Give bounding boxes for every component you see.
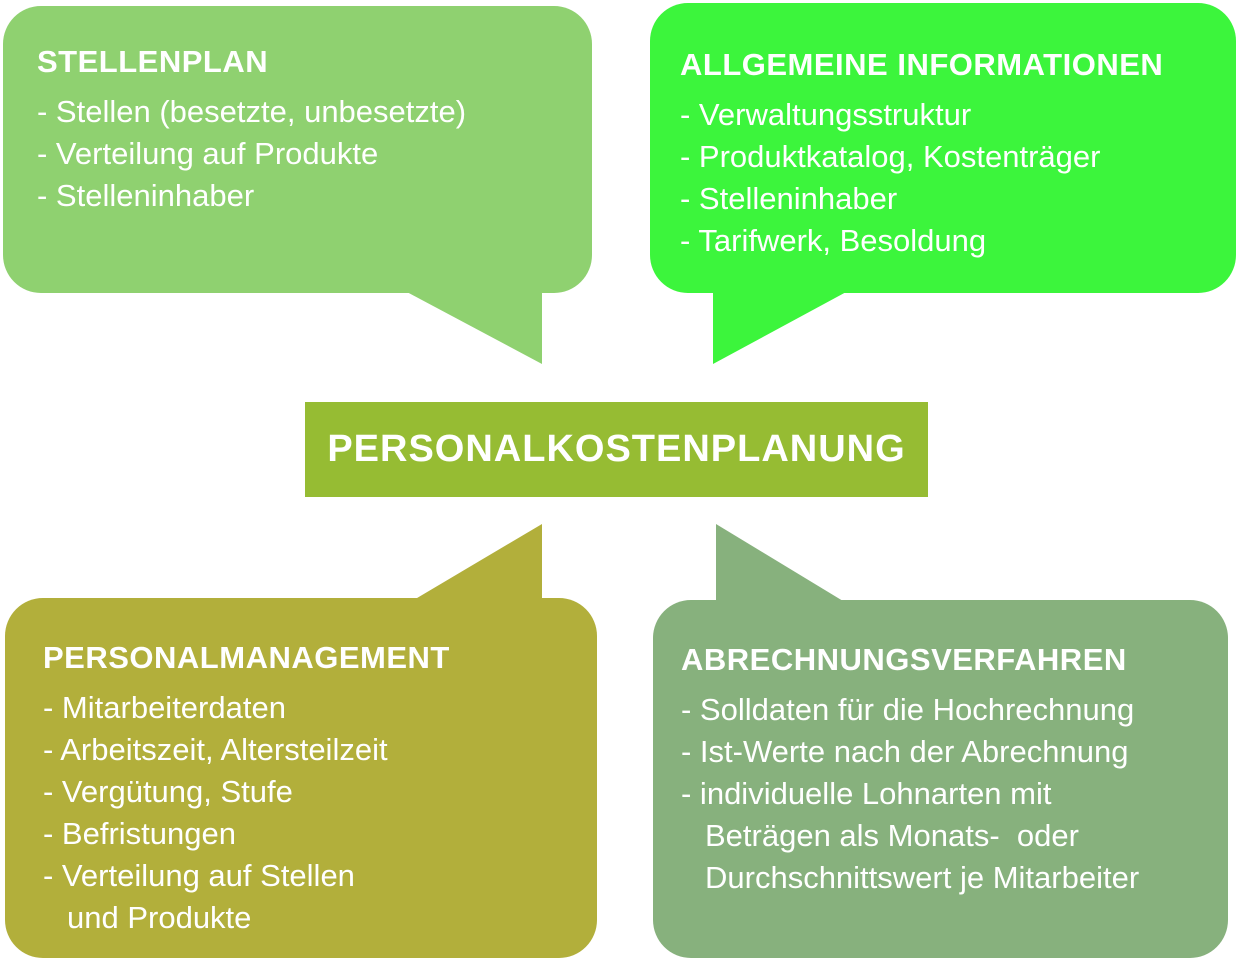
- list-line: - Vergütung, Stufe: [43, 774, 293, 809]
- abrechnungsverfahren-list: - Solldaten für die Hochrechnung - Ist-We…: [681, 689, 1204, 899]
- personalkostenplanung-center-box: PERSONALKOSTENPLANUNG: [305, 402, 928, 497]
- personalmanagement-bubble: PERSONALMANAGEMENT - Mitarbeiterdaten - A…: [5, 598, 597, 958]
- abrechnungsverfahren-tail-pointer: [716, 524, 843, 601]
- list-line: - Befristungen: [43, 816, 236, 851]
- list-line: - Tarifwerk, Besoldung: [680, 223, 987, 258]
- personalmanagement-tail-pointer: [412, 524, 542, 601]
- personalkostenplanung-label: PERSONALKOSTENPLANUNG: [327, 428, 906, 470]
- allgemeine-informationen-tail-pointer: [713, 291, 848, 364]
- list-line: - Verteilung auf Stellen: [43, 858, 355, 893]
- list-line: - Produktkatalog, Kostenträger: [680, 139, 1101, 174]
- list-line: - Ist-Werte nach der Abrechnung: [681, 734, 1129, 769]
- list-line: - Verwaltungsstruktur: [680, 97, 972, 132]
- list-line: und Produkte: [67, 900, 252, 935]
- allgemeine-informationen-bubble: ALLGEMEINE INFORMATIONEN - Verwaltungsst…: [650, 3, 1236, 293]
- stellenplan-title: STELLENPLAN: [37, 44, 269, 79]
- list-line: - Stelleninhaber: [680, 181, 898, 216]
- list-line: - Mitarbeiterdaten: [43, 690, 286, 725]
- personalmanagement-list: - Mitarbeiterdaten - Arbeitszeit, Alterst…: [43, 687, 569, 939]
- stellenplan-list: - Stellen (besetzte, unbesetzte) - Vertei…: [37, 91, 562, 217]
- allgemeine-informationen-title: ALLGEMEINE INFORMATIONEN: [680, 47, 1164, 82]
- abrechnungsverfahren-bubble: ABRECHNUNGSVERFAHREN - Solldaten für die…: [653, 600, 1228, 958]
- list-line: - individuelle Lohnarten mit: [681, 776, 1052, 811]
- stellenplan-tail-pointer: [405, 291, 542, 364]
- list-line: Beträgen als Monats- oder: [705, 818, 1079, 853]
- list-line: Durchschnittswert je Mitarbeiter: [705, 860, 1140, 895]
- stellenplan-bubble: STELLENPLAN - Stellen (besetzte, unbeset…: [3, 6, 592, 293]
- list-line: - Stellen (besetzte, unbesetzte): [37, 94, 467, 129]
- list-line: - Arbeitszeit, Altersteilzeit: [43, 732, 388, 767]
- list-line: - Solldaten für die Hochrechnung: [681, 692, 1135, 727]
- list-line: - Stelleninhaber: [37, 178, 255, 213]
- personalmanagement-title: PERSONALMANAGEMENT: [43, 640, 450, 675]
- abrechnungsverfahren-title: ABRECHNUNGSVERFAHREN: [681, 642, 1127, 677]
- allgemeine-informationen-list: - Verwaltungsstruktur - Produktkatalog, K…: [680, 94, 1210, 262]
- list-line: - Verteilung auf Produkte: [37, 136, 379, 171]
